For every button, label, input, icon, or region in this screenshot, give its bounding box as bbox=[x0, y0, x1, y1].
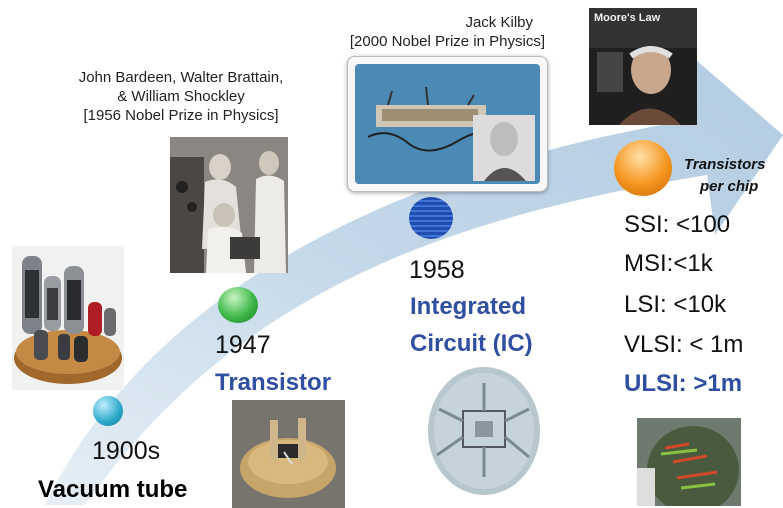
bardeen-brattain-shockley-photo bbox=[170, 137, 288, 273]
kilby-photo bbox=[347, 56, 548, 192]
transistors-heading-line1: Transistors bbox=[684, 156, 766, 173]
bardeen-caption-line1: John Bardeen, Walter Brattain, bbox=[78, 69, 284, 86]
transistor-milestone-dot bbox=[218, 287, 258, 323]
transistors-heading-line2: per chip bbox=[700, 178, 759, 195]
scale-msi: MSI:<1k bbox=[624, 250, 713, 277]
vacuum-tube-label: Vacuum tube bbox=[38, 476, 188, 503]
transistors-per-chip-dot bbox=[614, 140, 672, 196]
moore-photo: Moore's Law bbox=[589, 8, 697, 125]
ic-label-line1: Integrated bbox=[410, 293, 527, 320]
bardeen-caption-line2: & William Shockley bbox=[117, 88, 245, 105]
kilby-caption: Jack Kilby [2000 Nobel Prize in Physics] bbox=[325, 13, 545, 51]
bardeen-caption-line3: [1956 Nobel Prize in Physics] bbox=[83, 107, 279, 124]
scale-lsi: LSI: <10k bbox=[624, 291, 727, 318]
vacuum-tube-photo bbox=[12, 246, 124, 390]
vacuum-tube-year: 1900s bbox=[92, 437, 161, 465]
bardeen-caption: John Bardeen, Walter Brattain, & William… bbox=[70, 68, 292, 125]
moore-photo-label: Moore's Law bbox=[594, 12, 661, 24]
kilby-caption-line2: [2000 Nobel Prize in Physics] bbox=[349, 33, 545, 50]
vacuum-tube-milestone-dot bbox=[93, 396, 123, 426]
kilby-caption-line1: Jack Kilby bbox=[465, 14, 533, 31]
wafer-photo bbox=[637, 418, 741, 506]
transistor-label: Transistor bbox=[215, 369, 332, 396]
scale-vlsi: VLSI: < 1m bbox=[624, 331, 744, 358]
scale-ulsi: ULSI: >1m bbox=[624, 370, 743, 397]
transistor-photo bbox=[232, 400, 345, 508]
transistor-year: 1947 bbox=[215, 331, 271, 359]
scale-ssi: SSI: <100 bbox=[624, 211, 731, 238]
ic-year: 1958 bbox=[409, 256, 465, 284]
ic-label-line2: Circuit (IC) bbox=[410, 330, 533, 357]
ic-photo bbox=[425, 365, 543, 500]
ic-milestone-dot bbox=[409, 197, 453, 239]
